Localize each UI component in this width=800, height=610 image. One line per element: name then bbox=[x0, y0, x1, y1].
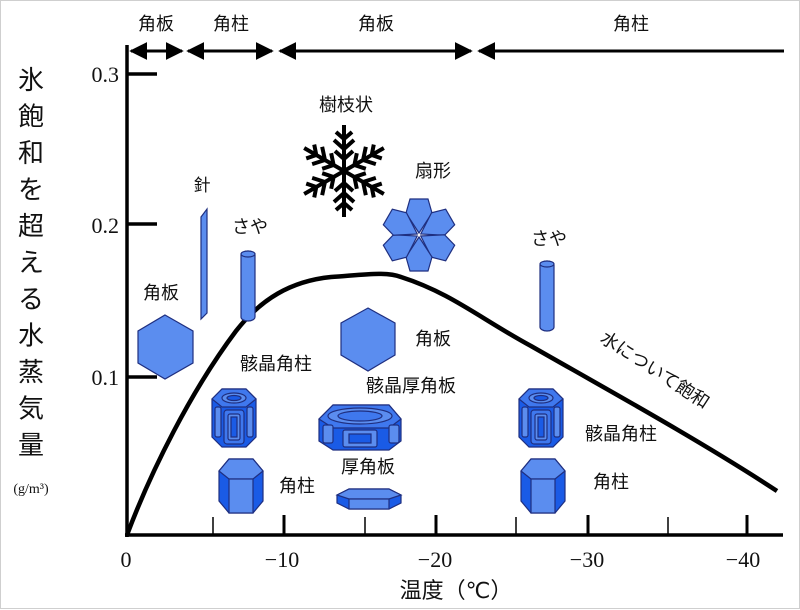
y-axis-title-char: を bbox=[18, 176, 44, 206]
hexagonal-plate-icon bbox=[340, 307, 396, 372]
y-axis-title-char: え bbox=[18, 249, 44, 279]
hexagonal-column-icon bbox=[218, 458, 264, 514]
x-tick-label: 0 bbox=[121, 547, 132, 572]
dendrite-snowflake-icon bbox=[297, 123, 391, 219]
label-sector: 扇形 bbox=[415, 161, 451, 182]
label-sheath-left: さや bbox=[232, 217, 268, 238]
hollow-thick-plate-icon bbox=[318, 404, 402, 451]
y-axis-unit: (g/m³) bbox=[13, 482, 49, 497]
y-axis-title-char: 和 bbox=[18, 139, 44, 169]
y-axis-title-char: 蒸 bbox=[18, 358, 44, 388]
hexagonal-plate-icon bbox=[137, 314, 194, 380]
y-axis-title-char: る bbox=[18, 285, 44, 315]
y-tick-label: 0.3 bbox=[92, 62, 120, 87]
y-axis-title-char: 超 bbox=[18, 212, 44, 242]
label-sheath-right: さや bbox=[531, 229, 567, 250]
hollow-column-icon bbox=[211, 388, 257, 448]
x-tick-label: −10 bbox=[265, 547, 299, 572]
hexagonal-column-icon bbox=[520, 458, 566, 514]
y-axis-title-char: 氷 bbox=[18, 66, 44, 96]
label-hollow-thick-plate: 骸晶厚角板 bbox=[366, 376, 456, 397]
water-saturation-curve bbox=[124, 271, 779, 536]
band-label: 角柱 bbox=[613, 14, 649, 35]
label-thick-plate: 厚角板 bbox=[341, 457, 395, 478]
y-axis-title-char: 飽 bbox=[18, 103, 44, 133]
band-label: 角板 bbox=[358, 14, 394, 35]
label-dendrite: 樹枝状 bbox=[319, 95, 373, 116]
label-column-right: 角柱 bbox=[593, 472, 629, 493]
label-plate-mid: 角板 bbox=[415, 329, 451, 350]
thick-plate-icon bbox=[335, 488, 403, 510]
x-tick-label: −20 bbox=[418, 547, 452, 572]
y-tick-label: 0.1 bbox=[92, 365, 120, 390]
x-tick-label: −40 bbox=[726, 547, 760, 572]
label-hollow-column-left: 骸晶角柱 bbox=[240, 354, 312, 375]
label-needle: 針 bbox=[194, 176, 211, 196]
x-tick-label: −30 bbox=[570, 547, 604, 572]
axes: 0.3 0.2 0.1 0 −10 −20 −30 −40 温度（℃） bbox=[92, 45, 783, 604]
band-label: 角板 bbox=[138, 14, 174, 35]
habit-bands: 角板 角柱 角板 角柱 bbox=[129, 14, 784, 60]
needle-icon bbox=[200, 207, 208, 321]
sheath-icon bbox=[539, 260, 555, 332]
band-label: 角柱 bbox=[213, 14, 249, 35]
label-plate-left: 角板 bbox=[143, 283, 179, 304]
y-axis-title-char: 気 bbox=[18, 395, 44, 425]
y-tick-label: 0.2 bbox=[92, 213, 120, 238]
label-hollow-column-right: 骸晶角柱 bbox=[585, 424, 657, 445]
y-axis-title-char: 水 bbox=[18, 322, 44, 352]
sheath-icon bbox=[240, 250, 256, 322]
hollow-column-icon bbox=[518, 388, 564, 448]
label-column-left: 角柱 bbox=[279, 476, 315, 497]
curve-label: 水について飽和 bbox=[596, 328, 713, 414]
sector-plate-icon bbox=[380, 198, 458, 272]
y-axis-title-char: 量 bbox=[18, 431, 44, 461]
x-axis-title: 温度（℃） bbox=[400, 579, 513, 604]
